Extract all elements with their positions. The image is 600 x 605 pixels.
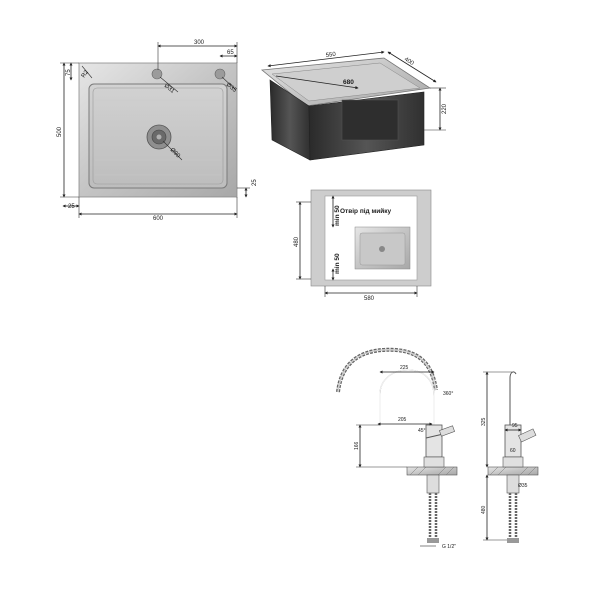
faucet-hole-right: [214, 68, 226, 80]
dim-top-width: 300: [194, 40, 205, 46]
dim-diagonal: 680: [343, 79, 354, 86]
faucet-handle: [439, 425, 455, 437]
dim-right-offset: 65: [227, 50, 234, 56]
dim-height: 500: [57, 126, 63, 137]
faucet-mount: [426, 474, 440, 494]
faucet-side-countertop: [487, 466, 539, 476]
dim-side-gap: 25: [68, 204, 75, 210]
dim-depth: 220: [442, 103, 448, 114]
dim-length: 550: [326, 52, 337, 59]
faucet-body: [425, 424, 443, 458]
dim-faucet-thread: G 1/2": [442, 544, 456, 550]
faucet-side-view: 325 95 60 Ø35 480: [481, 371, 539, 543]
dim-faucet-b: 60: [510, 448, 516, 454]
dim-left-offset: 75: [66, 69, 72, 76]
faucet-countertop: [406, 466, 458, 476]
dim-faucet-angle: 45°: [418, 428, 426, 434]
dim-min-bottom: min 50: [334, 253, 341, 274]
dim-faucet-spout-height: 166: [354, 441, 360, 450]
cutout-caption: Отвір під мийку: [340, 207, 392, 215]
faucet-side-spout: [509, 371, 517, 425]
dim-faucet-spout-reach: 205: [398, 417, 407, 423]
faucet-side-base: [502, 456, 524, 468]
cutout-drain: [379, 246, 385, 252]
faucet-side-mount: [506, 474, 520, 494]
cutout-view: Отвір під мийку min 50 min 50 480 580: [294, 189, 432, 302]
dim-min-top: min 50: [334, 205, 341, 226]
dim-width: 600: [153, 216, 164, 222]
faucet-hole-left: [151, 68, 163, 80]
dim-faucet-reach: 225: [400, 365, 409, 371]
faucet-side-handle: [518, 428, 537, 443]
faucet-flex-spout: [336, 347, 438, 393]
dim-faucet-mount-dia: Ø35: [518, 483, 528, 489]
sink-bowl-inner: [92, 87, 224, 185]
drain-center: [156, 134, 162, 140]
faucet-base: [423, 456, 445, 468]
sink-top-view: 300 65 75 R2 Ø31 Ø35 500 Ø90 25 25: [57, 40, 258, 222]
dim-cutout-height: 480: [294, 236, 300, 247]
dim-width: 400: [403, 57, 415, 68]
dim-faucet-a: 95: [512, 423, 518, 429]
dim-cutout-width: 580: [364, 296, 375, 302]
sink-label: [341, 99, 399, 141]
dim-faucet-total-height: 325: [481, 417, 487, 426]
dim-faucet-hose-len: 480: [481, 505, 487, 514]
dim-corner-radius: R2: [81, 69, 91, 79]
sink-perspective-view: 550 400 680 220: [260, 50, 448, 161]
dim-bottom-gap: 25: [252, 179, 258, 186]
dim-faucet-rotation: 360°: [443, 391, 453, 397]
faucet-front-view: 225 360° 205 166 45° G 1/2": [336, 347, 458, 550]
